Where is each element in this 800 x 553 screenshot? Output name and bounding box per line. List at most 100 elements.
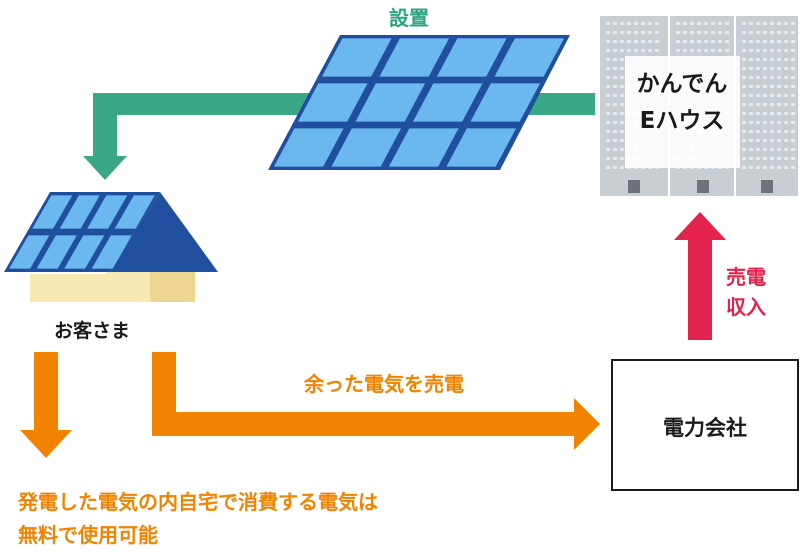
building-window: [742, 67, 746, 70]
building-window: [756, 85, 760, 88]
building-window: [770, 40, 774, 43]
building-window: [770, 49, 774, 52]
building-window: [606, 31, 610, 34]
panel-cell: [379, 38, 450, 77]
building-window: [756, 103, 760, 106]
building-window: [620, 103, 624, 106]
sales-income-label: 売電 収入: [726, 265, 766, 319]
building-window: [676, 22, 680, 25]
building-window: [742, 112, 746, 115]
building-window: [718, 22, 722, 25]
building-window: [704, 22, 708, 25]
roof-panel-cell: [36, 235, 77, 269]
building-window: [777, 103, 781, 106]
building-window: [620, 94, 624, 97]
building-window: [634, 40, 638, 43]
building-window: [777, 31, 781, 34]
panel-cell: [388, 128, 459, 167]
building-window: [770, 103, 774, 106]
building-window: [756, 94, 760, 97]
building-window: [756, 139, 760, 142]
building-window: [791, 139, 795, 142]
company-building: [600, 16, 798, 196]
building-window: [749, 103, 753, 106]
building-window: [718, 49, 722, 52]
roof-panel-cell: [114, 195, 155, 229]
building-window: [756, 76, 760, 79]
building-window: [683, 40, 687, 43]
building-window: [690, 31, 694, 34]
building-window: [763, 157, 767, 160]
building-window: [784, 67, 788, 70]
building-window: [784, 103, 788, 106]
building-window: [784, 58, 788, 61]
building-window: [763, 112, 767, 115]
building-window: [770, 94, 774, 97]
building-window: [791, 148, 795, 151]
building-window: [756, 22, 760, 25]
building-window: [648, 40, 652, 43]
building-window: [606, 157, 610, 160]
building-window: [791, 40, 795, 43]
building-window: [620, 31, 624, 34]
building-window: [784, 121, 788, 124]
building-window: [770, 148, 774, 151]
building-window: [606, 22, 610, 25]
building-window: [749, 121, 753, 124]
building-window: [756, 112, 760, 115]
building-window: [784, 49, 788, 52]
building-window: [742, 139, 746, 142]
building-window: [777, 40, 781, 43]
building-window: [742, 85, 746, 88]
building-window: [742, 22, 746, 25]
building-window: [777, 157, 781, 160]
building-window: [690, 49, 694, 52]
building-window: [777, 49, 781, 52]
building-window: [697, 22, 701, 25]
building-window: [756, 157, 760, 160]
building-window: [784, 148, 788, 151]
building-window: [627, 22, 631, 25]
building-window: [749, 139, 753, 142]
building-window: [756, 67, 760, 70]
building-window: [763, 49, 767, 52]
building-window: [742, 40, 746, 43]
self-consumption-line1: 発電した電気の内自宅で消費する電気は: [18, 490, 378, 514]
building-window: [770, 166, 774, 169]
self-consumption-note: 発電した電気の内自宅で消費する電気は 無料で使用可能: [18, 486, 378, 552]
panel-cell: [494, 38, 565, 77]
building-window: [606, 166, 610, 169]
building-window: [749, 31, 753, 34]
building-window: [606, 58, 610, 61]
building-window: [742, 76, 746, 79]
building-window: [749, 94, 753, 97]
building-window: [613, 148, 617, 151]
building-window: [634, 31, 638, 34]
building-window: [641, 31, 645, 34]
building-window: [770, 139, 774, 142]
building-window: [784, 40, 788, 43]
building-window: [763, 103, 767, 106]
building-window: [742, 148, 746, 151]
building-window: [613, 103, 617, 106]
roof-panel-cell: [32, 195, 73, 229]
building-window: [725, 49, 729, 52]
building-window: [791, 112, 795, 115]
customer-label: お客さま: [54, 320, 131, 342]
surplus-sale-arrow: [152, 352, 600, 450]
panel-cell: [273, 128, 344, 167]
building-window: [791, 76, 795, 79]
building-window: [770, 157, 774, 160]
building-window: [763, 58, 767, 61]
building-window: [606, 112, 610, 115]
building-window: [620, 67, 624, 70]
building-window: [770, 112, 774, 115]
building-window: [791, 130, 795, 133]
building-window: [655, 49, 659, 52]
building-window: [613, 166, 617, 169]
building-window: [634, 49, 638, 52]
building-window: [697, 31, 701, 34]
building-window: [613, 40, 617, 43]
customer-house: [4, 192, 218, 302]
panel-cell: [297, 83, 368, 122]
